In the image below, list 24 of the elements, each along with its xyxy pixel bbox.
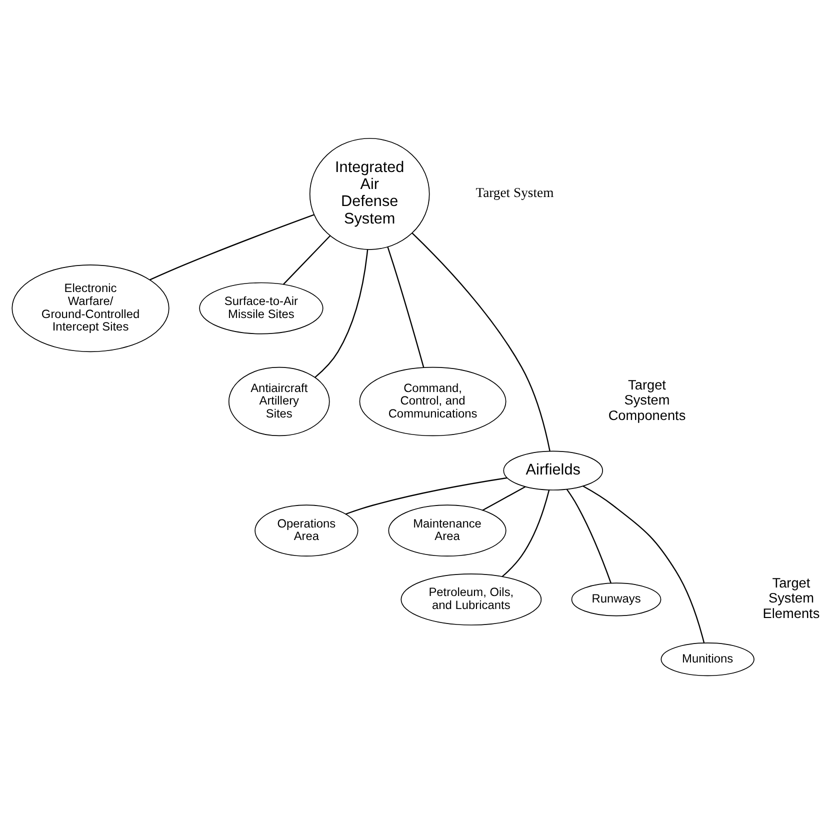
label: Target System Components — [608, 376, 686, 423]
connector — [345, 476, 508, 514]
node-ellipse: Command, Control, and Communications — [359, 366, 506, 436]
connector — [502, 489, 550, 577]
node-circle: Integrated Air Defense System — [309, 137, 430, 250]
label: Target System Elements — [762, 574, 820, 621]
node-ellipse: Surface-to-Air Missile Sites — [199, 282, 324, 334]
connector — [283, 234, 331, 284]
node-ellipse: Electronic Warfare/ Ground-Controlled Intercept Sites — [12, 264, 170, 352]
node-ellipse: Operations Area — [254, 504, 358, 556]
node-ellipse: Petroleum, Oils, and Lubricants — [400, 573, 542, 625]
connector — [314, 249, 368, 378]
node-ellipse: Antiaircraft Artillery Sites — [228, 366, 330, 436]
node-ellipse: Airfields — [503, 450, 604, 490]
node-ellipse: Runways — [571, 582, 662, 616]
connector — [387, 246, 424, 367]
label: Target System — [476, 184, 554, 200]
connector — [412, 232, 550, 451]
connector — [566, 488, 612, 583]
connector — [150, 214, 314, 280]
node-ellipse: Maintenance Area — [388, 504, 506, 556]
connector — [482, 486, 526, 510]
node-ellipse: Munitions — [660, 642, 754, 676]
connector — [582, 485, 705, 642]
